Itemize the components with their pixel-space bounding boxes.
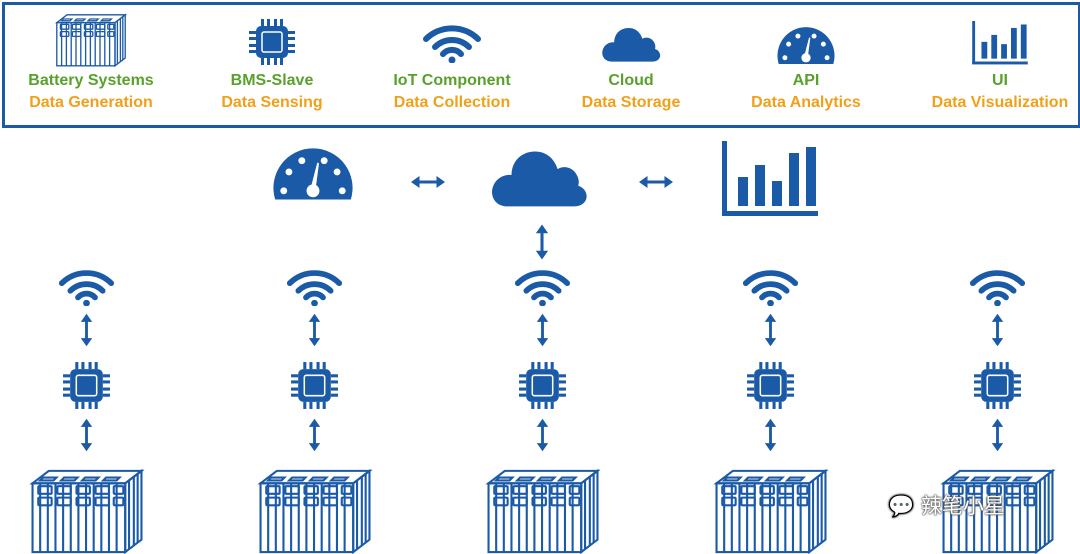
cloud-icon xyxy=(601,23,661,63)
gauge-icon xyxy=(775,25,837,67)
legend-panel: Battery Systems Data Generation BMS-Slav… xyxy=(2,2,1080,128)
legend-subtitle: Data Collection xyxy=(393,94,511,111)
chip-icon xyxy=(972,360,1023,411)
chip-icon xyxy=(61,360,112,411)
bidirectional-arrow-icon xyxy=(536,313,549,347)
bidirectional-arrow-icon xyxy=(991,418,1004,452)
bidirectional-arrow-icon xyxy=(639,175,673,189)
battery-pack-icon xyxy=(28,468,146,554)
bidirectional-arrow-icon xyxy=(991,313,1004,347)
bidirectional-arrow-icon xyxy=(536,418,549,452)
wifi-icon xyxy=(286,268,343,306)
watermark: 💬 辣笔小星 xyxy=(888,490,1005,520)
legend-subtitle: Data Analytics xyxy=(751,94,861,111)
battery-pack-icon xyxy=(55,13,127,67)
legend-subtitle: Data Visualization xyxy=(931,94,1069,111)
bidirectional-arrow-icon xyxy=(764,418,777,452)
cloud-icon xyxy=(490,143,588,209)
legend-subtitle: Data Generation xyxy=(29,94,153,111)
legend-title: Battery Systems xyxy=(28,72,154,89)
bidirectional-arrow-icon xyxy=(308,418,321,452)
legend-subtitle: Data Storage xyxy=(581,94,681,111)
legend-title: Cloud xyxy=(608,72,654,89)
chip-icon xyxy=(289,360,340,411)
bidirectional-arrow-icon xyxy=(764,313,777,347)
chip-icon xyxy=(247,17,297,67)
chip-icon xyxy=(517,360,568,411)
bidirectional-arrow-icon xyxy=(308,313,321,347)
legend-title: IoT Component xyxy=(393,72,511,89)
wifi-icon xyxy=(514,268,571,306)
chat-bubble-icon: 💬 xyxy=(888,494,915,518)
bar-chart-icon xyxy=(971,21,1029,65)
chip-icon xyxy=(745,360,796,411)
gauge-icon xyxy=(270,146,356,203)
wifi-icon xyxy=(58,268,115,306)
legend-title: API xyxy=(792,72,820,89)
legend-title: UI xyxy=(992,72,1008,89)
battery-pack-icon xyxy=(712,468,830,554)
legend-subtitle: Data Sensing xyxy=(221,94,323,111)
bar-chart-icon xyxy=(720,141,820,217)
wifi-icon xyxy=(969,268,1026,306)
wifi-icon xyxy=(422,23,482,63)
watermark-text: 辣笔小星 xyxy=(920,494,1005,518)
wifi-icon xyxy=(742,268,799,306)
bidirectional-arrow-icon xyxy=(411,175,445,189)
bidirectional-arrow-icon xyxy=(535,224,549,260)
bidirectional-arrow-icon xyxy=(80,313,93,347)
battery-pack-icon xyxy=(484,468,602,554)
bidirectional-arrow-icon xyxy=(80,418,93,452)
battery-pack-icon xyxy=(256,468,374,554)
legend-title: BMS-Slave xyxy=(230,72,314,89)
